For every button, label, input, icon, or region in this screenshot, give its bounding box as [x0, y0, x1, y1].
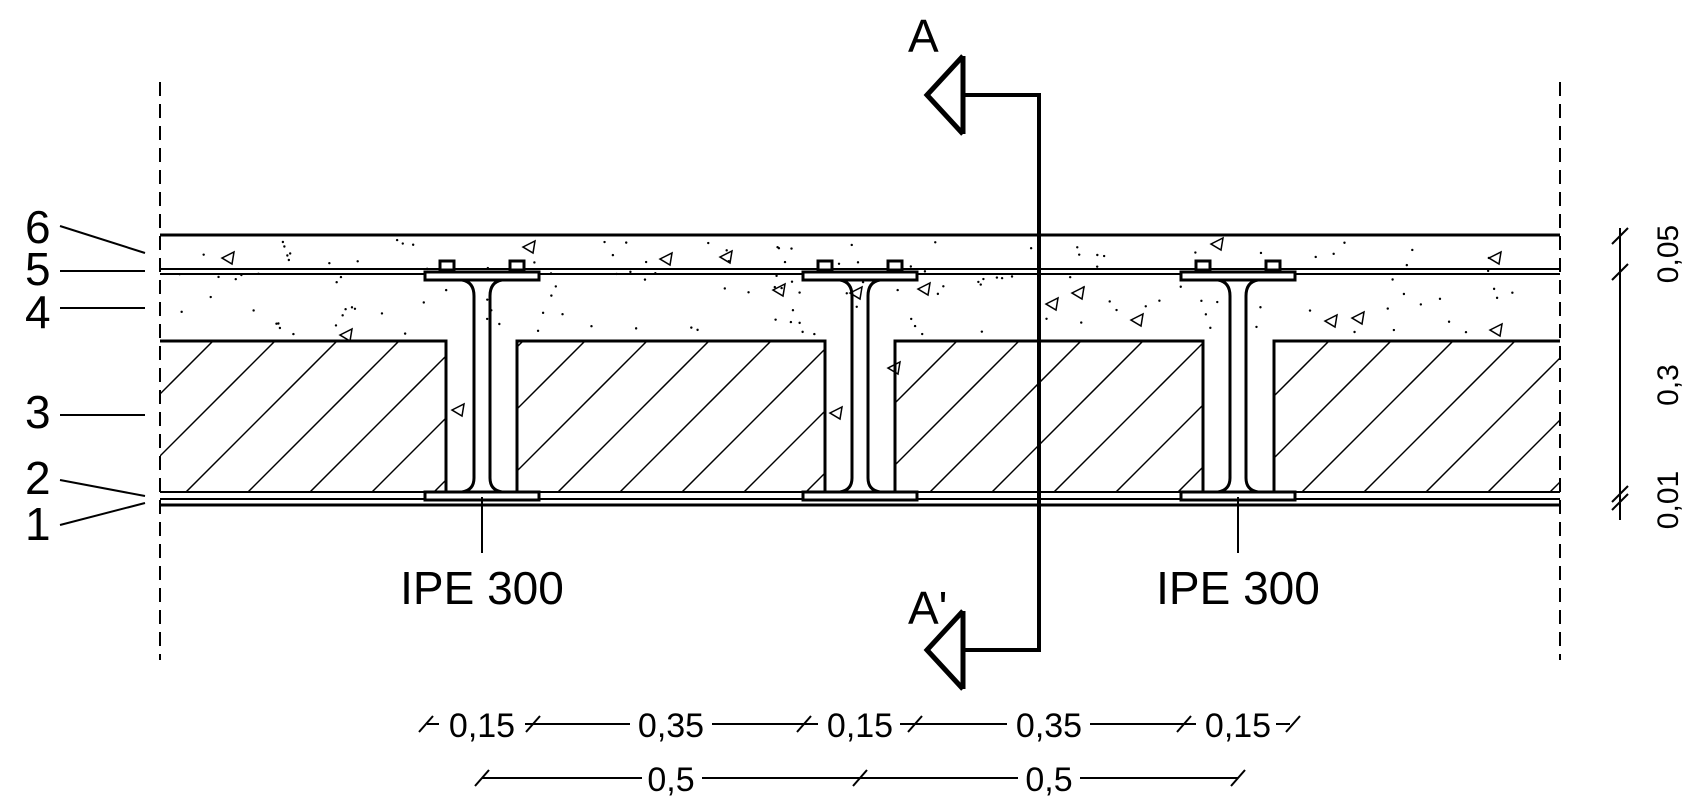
section-arrow-top-icon [923, 54, 965, 136]
dimension-row-2: 0,5 0,5 [474, 761, 1246, 798]
hatch-line [895, 341, 1020, 467]
dim-vertical-2: 0,3 [1652, 364, 1685, 406]
hatch-line [991, 341, 1144, 492]
hatch-line [1274, 341, 1330, 398]
dimension-row-1: 0,15 0,35 0,15 0,35 0,15 [418, 707, 1301, 745]
hatch-line [1612, 341, 1690, 492]
hatch-line [0, 341, 151, 492]
hatch-line [1363, 341, 1516, 492]
steel-beams [423, 259, 1297, 502]
hatch-line [743, 409, 825, 492]
hatch-line [1487, 418, 1560, 492]
hatch-line [160, 341, 276, 458]
hatch-line [1612, 341, 1690, 492]
concrete-infill-texture [178, 236, 1514, 421]
hatch-line [1674, 341, 1690, 492]
infill-block-2 [0, 339, 1690, 492]
layer-callouts: 6 5 4 3 2 1 [25, 201, 146, 550]
hatch-line [160, 341, 214, 396]
dim-row1-4: 0,35 [1016, 707, 1082, 745]
hatch-line [1301, 341, 1454, 492]
section-mark-bottom: A' [908, 582, 947, 634]
hatch-line [1053, 341, 1203, 492]
hatch-line [1115, 403, 1203, 492]
hatch-line [1274, 341, 1392, 460]
hatch-line [1612, 341, 1690, 492]
hatch-line [681, 347, 825, 492]
section-arrow-bottom-icon [923, 609, 965, 691]
hatch-line [929, 341, 1082, 492]
layer-number-2: 2 [25, 452, 51, 504]
layer-number-1: 1 [25, 498, 51, 550]
beam-label-right: IPE 300 [1156, 562, 1320, 614]
hatch-line [0, 341, 151, 492]
slab-layers [160, 233, 1560, 507]
hatch-line [1612, 341, 1690, 492]
infill-block-1 [0, 339, 1690, 492]
dim-vertical-3: 0,01 [1652, 471, 1685, 529]
hatch-line [1674, 341, 1690, 492]
hatch-line [1425, 356, 1560, 492]
dim-row1-1: 0,15 [449, 707, 515, 745]
hatch-line [619, 341, 772, 492]
dim-row1-5: 0,15 [1205, 707, 1271, 745]
ipe-beam-3 [1179, 259, 1297, 502]
hatch-line [517, 341, 648, 473]
infill-block-3 [0, 339, 1690, 492]
layer-number-3: 3 [25, 386, 51, 438]
hatch-line [557, 341, 710, 492]
layer-number-4: 4 [25, 286, 51, 338]
section-cut-line: A A' [908, 10, 1041, 691]
hatch-line [185, 341, 338, 492]
dim-row1-3: 0,15 [827, 707, 893, 745]
hatch-line [309, 354, 446, 492]
hatch-line [0, 341, 151, 492]
beam-labels: IPE 300 IPE 300 [400, 497, 1320, 614]
hatch-line [1674, 341, 1690, 492]
dim-row1-2: 0,35 [638, 707, 704, 745]
dim-row2-1: 0,5 [647, 761, 694, 798]
beam-label-left: IPE 300 [400, 562, 564, 614]
dim-vertical-1: 0,05 [1652, 225, 1685, 283]
hatch-line [517, 341, 586, 411]
hatch-line [895, 341, 958, 405]
ipe-beam-1 [423, 259, 541, 502]
hatch-line [1674, 341, 1690, 492]
hatch-line [247, 341, 400, 492]
vertical-dimension: 0,05 0,3 0,01 [1611, 225, 1685, 529]
layer-number-6: 6 [25, 201, 51, 253]
ipe-beam-2 [801, 259, 919, 502]
hatch-line [371, 416, 446, 492]
hatch-line [0, 341, 151, 492]
infill-block-4 [0, 339, 1690, 492]
section-mark-top: A [908, 10, 939, 62]
layer-number-5: 5 [25, 243, 51, 295]
dim-row2-2: 0,5 [1025, 761, 1072, 798]
